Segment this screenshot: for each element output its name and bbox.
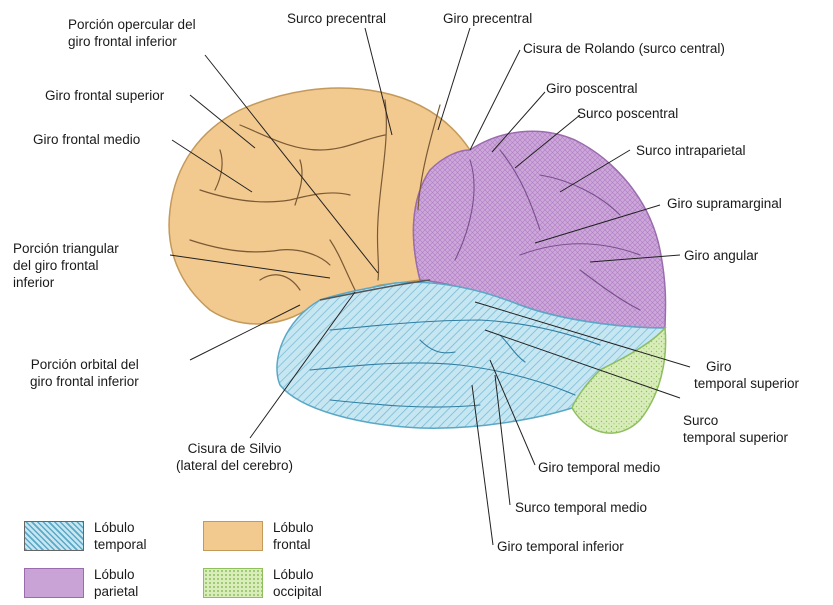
occipital-lobe-region xyxy=(571,326,667,434)
label-silvio: Cisura de Silvio(lateral del cerebro) xyxy=(176,441,294,473)
label-supramarginal: Giro supramarginal xyxy=(667,196,782,211)
legend-swatch-frontal xyxy=(203,521,263,551)
label-temporal-medio-sulcus: Surco temporal medio xyxy=(515,500,648,515)
label-precentral-gyrus: Giro precentral xyxy=(443,11,533,26)
label-rolando: Cisura de Rolando (surco central) xyxy=(523,41,725,56)
label-temporal-medio-gyrus: Giro temporal medio xyxy=(538,460,661,475)
label-frontal-superior: Giro frontal superior xyxy=(45,88,165,103)
label-postcentral-sulcus: Surco poscentral xyxy=(577,106,679,121)
sulci-lines xyxy=(189,99,441,291)
leader-lines xyxy=(169,27,691,546)
legend-swatch-temporal xyxy=(24,521,84,551)
label-intraparietal: Surco intraparietal xyxy=(636,143,746,158)
legend-swatch-occipital xyxy=(203,568,263,598)
label-postcentral-gyrus: Giro poscentral xyxy=(546,81,638,96)
label-frontal-medio: Giro frontal medio xyxy=(33,132,141,147)
label-temporal-inferior-gyrus: Giro temporal inferior xyxy=(497,539,624,554)
label-precentral-sulcus: Surco precentral xyxy=(287,11,387,26)
label-angular: Giro angular xyxy=(684,248,759,263)
legend-swatch-parietal xyxy=(24,568,84,598)
